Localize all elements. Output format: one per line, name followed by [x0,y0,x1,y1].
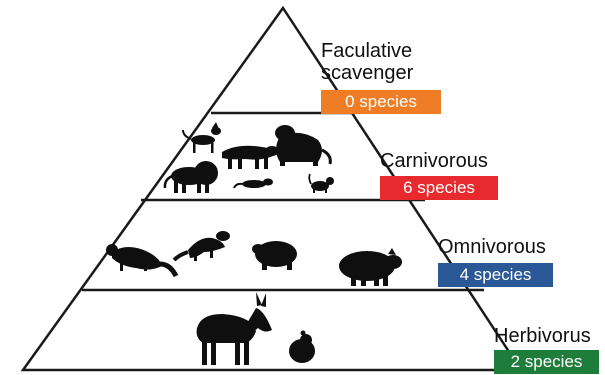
tier-label-carnivorous: Carnivorous [380,150,488,172]
tier-label-faculative-scavenger: Faculative scavenger [321,40,413,84]
marten-icon [106,244,176,276]
pig-icon [339,248,402,286]
ferret-icon [234,179,273,189]
lion-icon [165,161,218,193]
species-count-badge: 0 species [321,90,441,114]
species-count-badge: 6 species [380,176,498,200]
dog-icon [183,122,221,153]
species-count-badge: 4 species [438,263,553,287]
donkey-icon [197,292,272,365]
hamster-icon [289,331,315,364]
mongoose-icon [174,231,230,261]
species-count-badge: 2 species [494,350,599,374]
cat-icon [309,174,334,193]
badger-icon [252,241,297,270]
tier-label-herbivorus: Herbivorus [494,325,591,347]
big-cat-icon [275,125,330,166]
hyena-icon [222,146,279,169]
tier-label-line: Faculative [321,40,412,62]
tier-label-line: scavenger [321,62,413,84]
tier-label-omnivorous: Omnivorous [438,236,546,258]
